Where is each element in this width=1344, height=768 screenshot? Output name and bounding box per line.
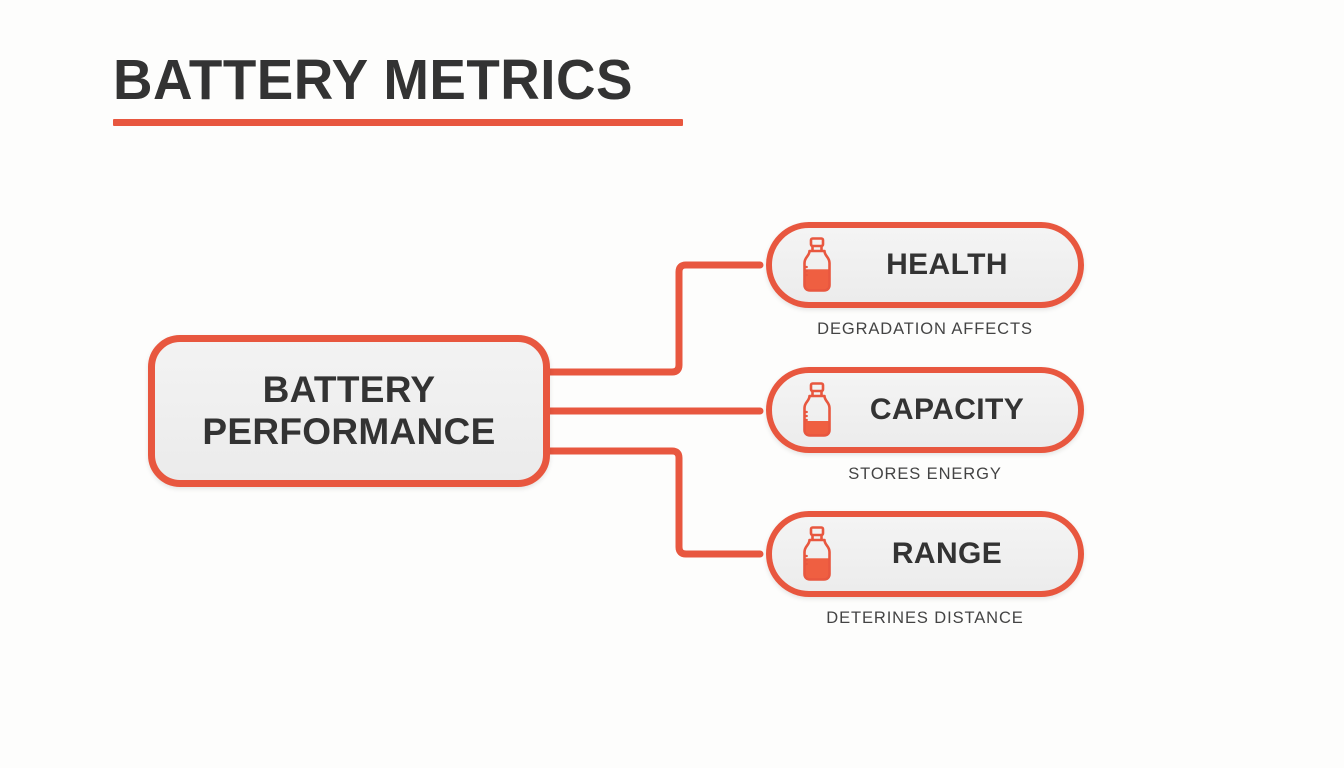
branch-label-range: RANGE xyxy=(891,537,1003,570)
branch-range[interactable]: RANGE DETERINES DISTANCE xyxy=(766,511,1084,628)
branch-health[interactable]: HEALTH DEGRADATION AFFECTS xyxy=(766,222,1084,339)
bottle-icon xyxy=(803,526,831,581)
connector-root-to-range xyxy=(546,447,764,558)
title-underline-rule xyxy=(113,119,683,126)
bottle-icon xyxy=(803,382,831,437)
connector-root-to-health xyxy=(546,261,764,376)
title-block: BATTERY METRICS xyxy=(113,52,683,126)
branch-caption-range: DETERINES DISTANCE xyxy=(826,609,1024,627)
central-node-label: BATTERY PERFORMANCE xyxy=(202,368,496,452)
branch-caption-capacity: STORES ENERGY xyxy=(848,465,1002,483)
page-title: BATTERY METRICS xyxy=(113,48,633,112)
branch-pill-range[interactable]: RANGE xyxy=(766,511,1084,597)
branch-pill-health[interactable]: HEALTH xyxy=(766,222,1084,308)
branch-label-health: HEALTH xyxy=(886,248,1008,281)
branch-pill-capacity[interactable]: CAPACITY xyxy=(766,367,1084,453)
bottle-icon xyxy=(803,237,831,292)
central-node-battery-performance[interactable]: BATTERY PERFORMANCE xyxy=(148,335,550,487)
branch-caption-health: DEGRADATION AFFECTS xyxy=(817,320,1033,338)
branch-capacity[interactable]: CAPACITY STORES ENERGY xyxy=(766,367,1084,484)
branch-label-capacity: CAPACITY xyxy=(869,393,1025,426)
